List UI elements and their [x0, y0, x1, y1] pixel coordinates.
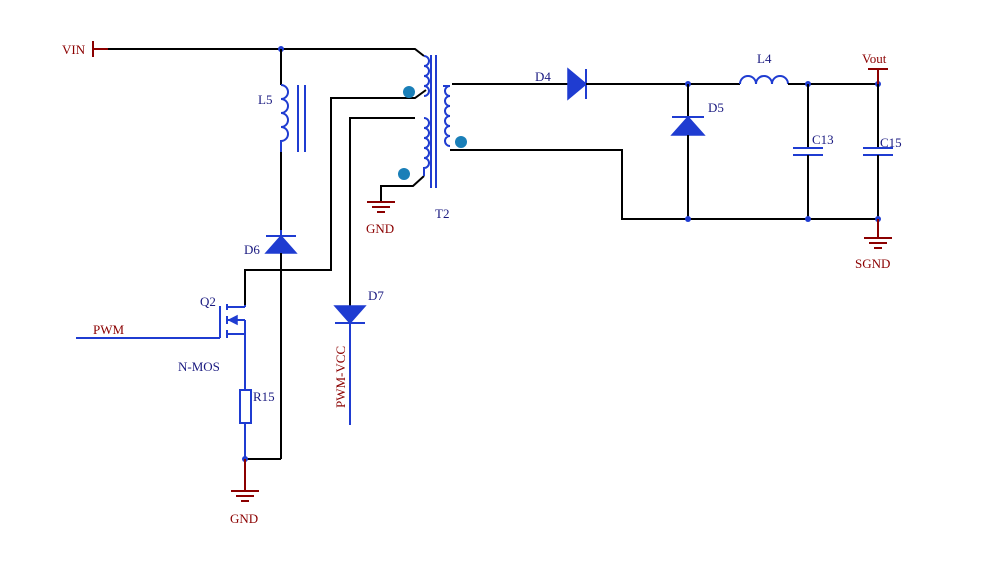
gnd-bottom-label: GND	[230, 511, 258, 526]
gnd-primary-label: GND	[366, 221, 394, 236]
t2-label: T2	[435, 206, 449, 221]
l4-label: L4	[757, 51, 772, 66]
c15-label: C15	[880, 135, 902, 150]
vin-rail	[108, 48, 425, 57]
c13-bottom-junction	[805, 216, 811, 222]
d6-diode	[264, 230, 298, 254]
q2-type-label: N-MOS	[178, 359, 220, 374]
aux-winding-wire	[349, 117, 415, 306]
c13-label: C13	[812, 132, 834, 147]
d7-label: D7	[368, 288, 384, 303]
t2-secondary-winding	[443, 85, 451, 147]
aux-gnd-wire	[380, 175, 425, 202]
d6-label: D6	[244, 242, 260, 257]
vin-port	[92, 41, 108, 57]
q2-nmos	[76, 304, 246, 390]
pwm-vcc-label: PWM-VCC	[333, 346, 348, 408]
t2-primary-phase-dot	[403, 86, 415, 98]
d4-diode	[567, 67, 588, 101]
l5-inductor	[280, 84, 289, 152]
vout-port	[868, 68, 888, 84]
sgnd-symbol	[864, 237, 892, 249]
d5-diode	[670, 115, 706, 136]
sgnd-label: SGND	[855, 256, 890, 271]
q2-label: Q2	[200, 294, 216, 309]
t2-aux-winding	[423, 117, 430, 176]
t2-primary-winding	[423, 55, 430, 97]
d5-bottom-junction	[685, 216, 691, 222]
secondary-return-wire	[450, 149, 878, 220]
vin-label: VIN	[62, 42, 86, 57]
c13-capacitor	[793, 147, 823, 156]
t2-secondary-phase-dot	[455, 136, 467, 148]
gnd-bottom-symbol	[231, 490, 259, 502]
vout-label: Vout	[862, 51, 887, 66]
r15-label: R15	[253, 389, 275, 404]
d4-label: D4	[535, 69, 551, 84]
d7-diode	[333, 305, 367, 325]
drain-to-winding-wire	[244, 89, 427, 305]
l5-label: L5	[258, 92, 272, 107]
t2-aux-phase-dot	[398, 168, 410, 180]
r15-resistor	[239, 389, 252, 424]
gnd-primary-symbol	[367, 201, 395, 213]
l4-inductor	[739, 75, 789, 85]
d5-label: D5	[708, 100, 724, 115]
pwm-label: PWM	[93, 322, 125, 337]
